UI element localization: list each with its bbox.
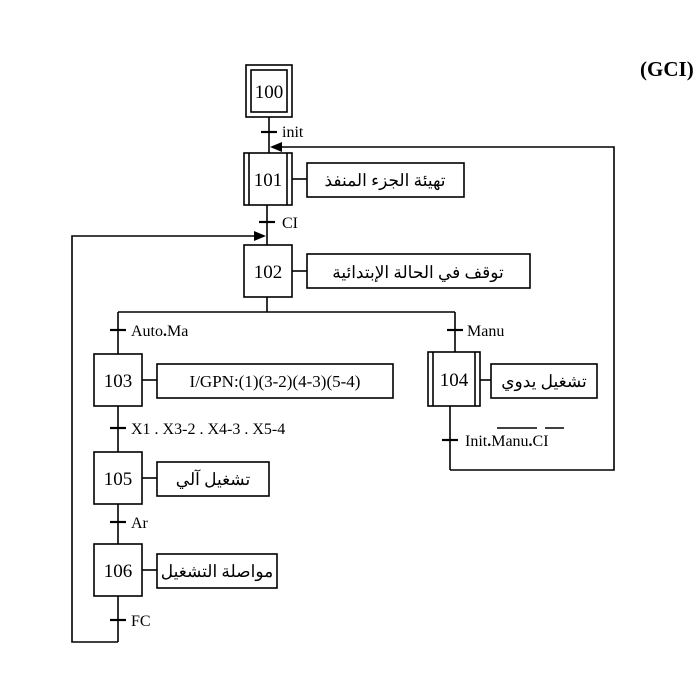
step-101-label: 101 <box>254 170 283 191</box>
action-102-text: توقف في الحالة الإبتدائية <box>332 263 504 283</box>
transition-manu-label: Manu <box>467 323 504 340</box>
action-105: تشغيل آلي <box>156 461 270 497</box>
action-106: مواصلة التشغيل <box>156 553 278 589</box>
arrowhead-to-101 <box>270 142 282 152</box>
action-105-text: تشغيل آلي <box>176 468 251 489</box>
step-106: 106 <box>93 543 143 597</box>
action-106-text: مواصلة التشغيل <box>161 562 273 582</box>
step-105: 105 <box>93 451 143 505</box>
step-106-label: 106 <box>104 561 133 582</box>
action-103: I/GPN:(1)(3-2)(4-3)(5-4) <box>156 363 394 399</box>
action-103-text: I/GPN:(1)(3-2)(4-3)(5-4) <box>190 372 361 391</box>
diagram-title: متمن القيادة والتهيئة (GCI) <box>640 57 700 82</box>
step-100-label: 100 <box>255 82 284 103</box>
transition-ar-label: Ar <box>131 515 149 532</box>
action-104-text: تشغيل يدوي <box>501 372 587 392</box>
transition-init-label: init <box>282 124 304 141</box>
step-103-label: 103 <box>104 371 133 392</box>
step-100: 100 <box>245 64 293 118</box>
step-105-label: 105 <box>104 469 133 490</box>
transition-x-label: X1 . X3-2 . X4-3 . X5-4 <box>131 421 285 438</box>
action-101-text: تهيئة الجزء المنفذ <box>324 171 445 191</box>
step-102: 102 <box>243 244 293 298</box>
action-102: توقف في الحالة الإبتدائية <box>306 253 531 289</box>
transition-fc-label: FC <box>131 613 151 630</box>
step-101: 101 <box>243 152 293 206</box>
step-102-label: 102 <box>254 262 283 283</box>
arrowhead-to-102 <box>254 231 266 241</box>
action-101: تهيئة الجزء المنفذ <box>306 162 465 198</box>
transition-back-label: Init.Manu.CI <box>465 433 549 450</box>
step-103: 103 <box>93 353 143 407</box>
step-104-label: 104 <box>440 370 469 391</box>
action-104: تشغيل يدوي <box>490 363 598 399</box>
step-104: 104 <box>427 351 481 407</box>
transition-auto-label: Auto.Ma <box>131 323 188 340</box>
transition-ci-label: CI <box>282 215 298 232</box>
